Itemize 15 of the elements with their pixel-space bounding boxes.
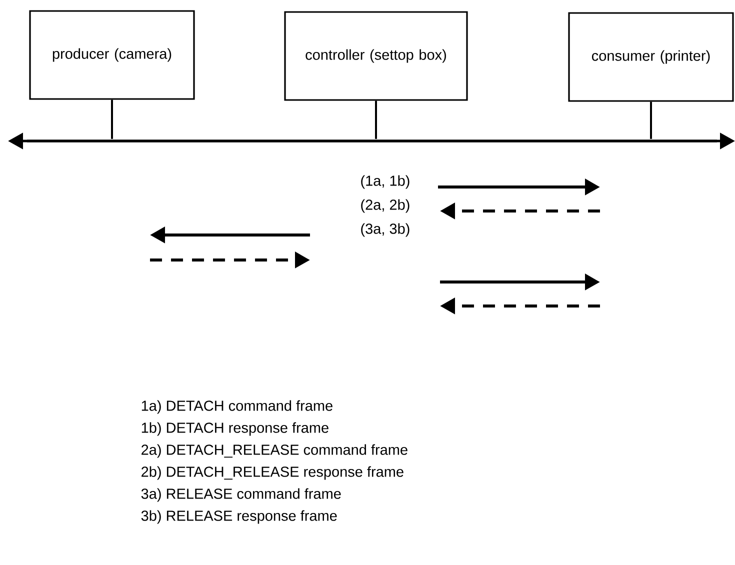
step-label: (2a, 2b): [361, 199, 410, 213]
connector-line: [111, 100, 113, 139]
legend-text: 3b) RELEASE response frame: [141, 510, 337, 524]
device-box: producer (camera): [29, 10, 195, 100]
legend-text: 1b) DETACH response frame: [142, 422, 328, 436]
legend-text: 3a) RELEASE command frame: [141, 488, 341, 502]
step-label: (3a, 3b): [361, 223, 410, 237]
legend-text: 2b) DETACH_RELEASE response frame: [142, 466, 404, 480]
device-box: consumer (printer): [568, 12, 734, 102]
device-box: controller (settop box): [284, 11, 468, 101]
legend-text: 2a) DETACH_RELEASE command frame: [142, 444, 408, 458]
step-label: (1a, 1b): [361, 175, 410, 189]
connector-line: [650, 102, 652, 139]
legend-text: 1a) DETACH command frame: [142, 400, 332, 414]
connector-line: [375, 100, 377, 139]
